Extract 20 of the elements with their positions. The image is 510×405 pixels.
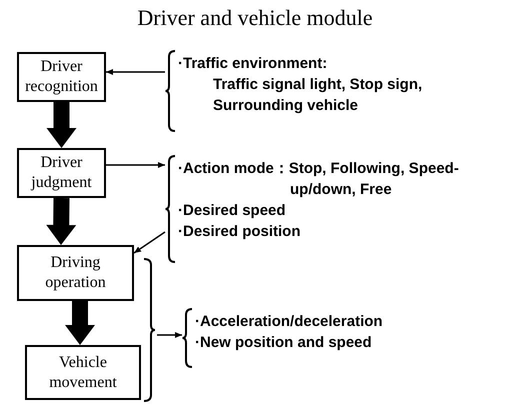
bullet-text: ·New position and speed <box>195 333 373 353</box>
process-box: Vehicle movement <box>25 345 141 400</box>
arrow <box>134 231 166 254</box>
arrow <box>157 332 182 338</box>
arrow <box>106 162 165 168</box>
bullet-text: ·Acceleration/deceleration <box>195 312 384 332</box>
bullet-text: ·Desired position <box>178 222 302 242</box>
curly-bracket <box>143 258 157 402</box>
bullet-text: ·Traffic environment: <box>178 54 328 74</box>
block-arrow <box>65 301 95 345</box>
bullet-text: Traffic signal light, Stop sign, Surrounding vehicle <box>212 75 424 116</box>
bullet-text: ·Desired speed <box>178 201 287 221</box>
arrow <box>106 69 165 75</box>
process-box: Driver judgment <box>17 148 106 198</box>
process-box: Driver recognition <box>17 52 106 102</box>
process-box: Driving operation <box>17 245 134 301</box>
bullet-text: ·Action mode：Stop, Following, Speed-up/down, Free <box>178 159 460 200</box>
block-arrow <box>46 102 76 148</box>
block-arrow <box>46 198 76 245</box>
diagram-title: Driver and vehicle module <box>136 4 374 32</box>
